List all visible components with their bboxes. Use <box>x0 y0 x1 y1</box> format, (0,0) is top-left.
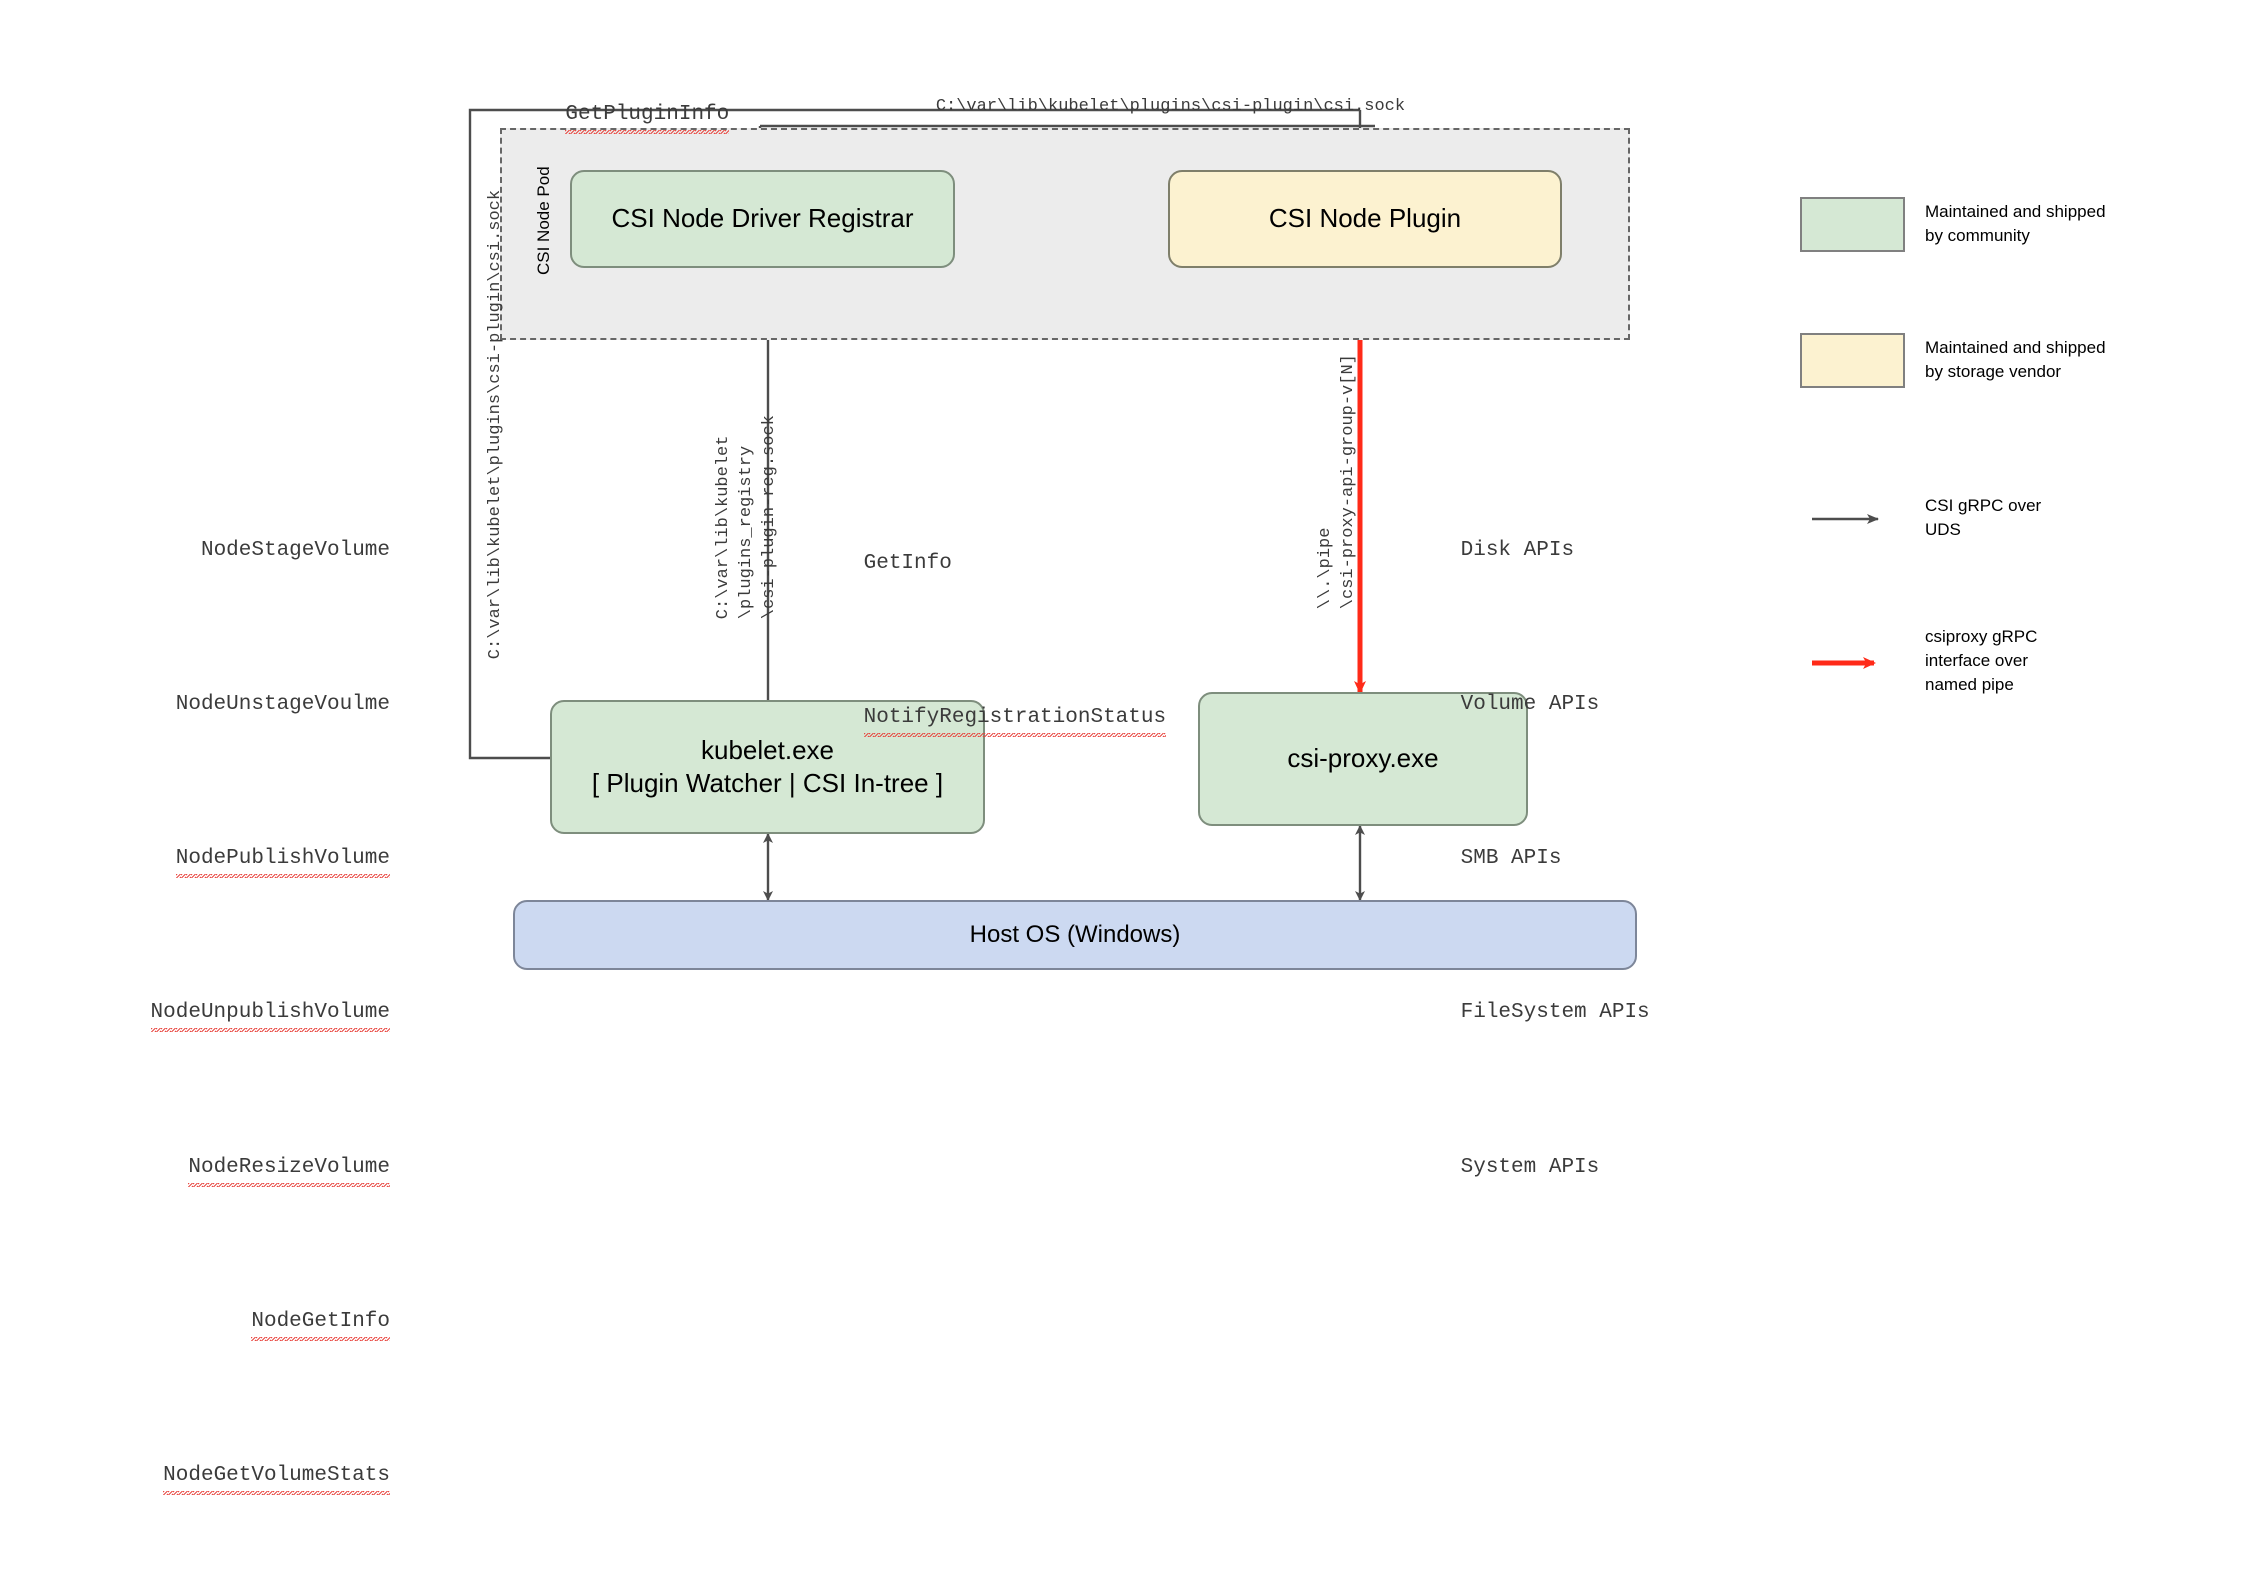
label-csi-sock-path-text: C:\var\lib\kubelet\plugins\csi-plugin\cs… <box>935 96 1406 116</box>
kubelet-line-2: [ Plugin Watcher | CSI In-tree ] <box>591 768 944 798</box>
legend-text-community: Maintained and shipped by community <box>1925 202 2106 246</box>
node-kubelet-exe[interactable]: kubelet.exe [ Plugin Watcher | CSI In-tr… <box>550 700 985 834</box>
node-label: csi-proxy.exe <box>1287 743 1439 774</box>
legend-text-vendor: Maintained and shipped by storage vendor <box>1925 338 2106 382</box>
api-row: System APIs <box>1385 1122 1650 1215</box>
node-call-row: NodeGetVolumeStats <box>60 1431 390 1524</box>
node-call-row: NodeGetInfo <box>60 1276 390 1369</box>
kubelet-line-1: kubelet.exe <box>701 734 834 765</box>
node-call-6: NodeGetVolumeStats <box>163 1461 390 1496</box>
api-4: System APIs <box>1460 1155 1600 1179</box>
node-csi-node-driver-registrar[interactable]: CSI Node Driver Registrar <box>570 170 955 268</box>
node-call-2: NodePublishVolume <box>175 844 391 878</box>
api-row: Volume APIs <box>1385 659 1650 752</box>
node-call-row: NodeUnstageVoulme <box>60 659 390 752</box>
label-csi-sock-vertical-text: C:\var\lib\kubelet\plugins\csi-plugin\cs… <box>485 189 505 660</box>
registration-call-0-text: GetInfo <box>863 551 952 575</box>
legend-swatch-community <box>1800 197 1905 252</box>
node-call-1: NodeUnstageVoulme <box>175 692 390 716</box>
node-call-3: NodeUnpublishVolume <box>150 998 391 1033</box>
legend-text-csi-grpc: CSI gRPC over UDS <box>1925 496 2042 540</box>
api-3: FileSystem APIs <box>1460 1001 1650 1025</box>
label-node-service-calls: NodeStageVolume NodeUnstageVoulme NodePu… <box>60 443 391 1585</box>
node-label: CSI Node Driver Registrar <box>611 203 914 234</box>
label-csi-sock-path: C:\var\lib\kubelet\plugins\csi-plugin\cs… <box>895 70 1405 145</box>
node-call-0: NodeStageVolume <box>200 538 390 562</box>
node-csi-proxy-exe[interactable]: csi-proxy.exe <box>1198 692 1528 826</box>
legend-text-csiproxy-grpc: csiproxy gRPC interface over named pipe <box>1925 627 2038 695</box>
node-call-row: NodeResizeVolume <box>60 1122 390 1215</box>
node-call-row: NodePublishVolume <box>60 813 391 906</box>
registration-call-1-text: NotifyRegistrationStatus <box>863 703 1167 737</box>
diagram-canvas: CSI Node Pod CSI Node Driver Registrar C… <box>150 69 2106 1496</box>
node-call-row: NodeStageVolume <box>60 505 390 598</box>
label-getplugininfo-text: GetPluginInfo <box>565 100 729 134</box>
api-row: Disk APIs <box>1385 505 1650 598</box>
label-plugin-reg-line-3-text: \csi-plugin-reg.sock <box>759 415 779 620</box>
api-1: Volume APIs <box>1460 692 1600 716</box>
label-csi-sock-vertical: C:\var\lib\kubelet\plugins\csi-plugin\cs… <box>462 190 531 700</box>
api-2: SMB APIs <box>1460 847 1562 871</box>
label-named-pipe-line-2-text: \csi-proxy-api-group-v[N] <box>1338 354 1358 610</box>
node-call-4: NodeResizeVolume <box>188 1153 390 1187</box>
node-call-row: NodeUnpublishVolume <box>60 968 391 1061</box>
csi-node-pod-label: CSI Node Pod <box>534 166 553 275</box>
node-call-5: NodeGetInfo <box>251 1307 390 1341</box>
label-csi-proxy-apis: Disk APIs Volume APIs SMB APIs FileSyste… <box>1385 443 1650 1276</box>
api-row: FileSystem APIs <box>1385 968 1650 1061</box>
label-getplugininfo: GetPluginInfo <box>515 69 729 162</box>
label-registration-calls: GetInfo NotifyRegistrationStatus <box>788 456 1167 826</box>
node-host-os[interactable]: Host OS (Windows) <box>513 900 1637 970</box>
api-row: SMB APIs <box>1385 813 1650 906</box>
legend-swatch-vendor <box>1800 333 1905 388</box>
node-label: CSI Node Plugin <box>1268 203 1462 234</box>
node-label: Host OS (Windows) <box>969 920 1181 948</box>
registration-call-0: GetInfo <box>788 518 1166 611</box>
label-named-pipe-line-2: \csi-proxy-api-group-v[N] <box>1315 354 1384 650</box>
api-0: Disk APIs <box>1460 538 1575 562</box>
registration-call-1: NotifyRegistrationStatus <box>788 672 1167 765</box>
node-csi-node-plugin[interactable]: CSI Node Plugin <box>1168 170 1562 268</box>
